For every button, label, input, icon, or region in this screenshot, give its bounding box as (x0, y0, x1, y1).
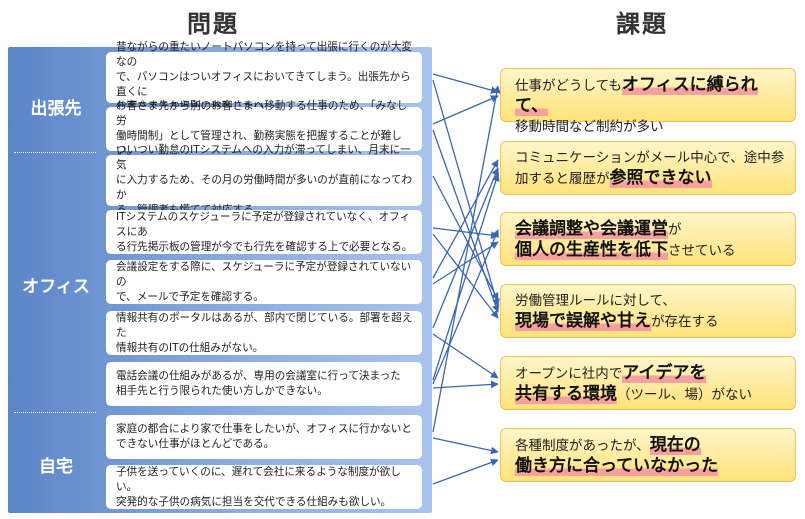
issue-box: コミュニケーションがメール中心で、途中参 加すると履歴が参照できない (500, 141, 796, 195)
connector-arrow (432, 79, 500, 307)
category-divider (14, 152, 96, 153)
category-office: オフィス (22, 277, 90, 297)
problem-text-line: に入力するため、その月の労働時間が多いのが直前になってわか (116, 174, 413, 201)
issue-text: 移動時間など制約が多い (515, 119, 664, 135)
problem-text-line: で、パソコンはついオフィスにおいてきてしまう。出張先から直くに (116, 71, 411, 98)
problems-heading: 問題 (187, 10, 239, 38)
issue-emphasis: 参照できない (609, 168, 712, 188)
problem-box: 子供を送っていくのに、遅れて会社に来るような制度が欲しい。 突発的な子供の病気に… (106, 465, 422, 509)
problem-text-line: ITシステムのスケジューラに予定が登録されていなく、オフィスにあ (116, 210, 411, 238)
issue-text: 加すると履歴が (515, 171, 610, 187)
connector-arrow (432, 175, 499, 301)
connector-arrow (432, 95, 499, 125)
problem-text-line: 働時間制」として管理され、勤務実態を把握することが難しい。 (116, 130, 402, 157)
issue-text: 各種制度があったが、 (515, 438, 650, 454)
problem-text-line: 昔ながらの重たいノートパソコンを持って出張に行くのが大変なの (116, 41, 413, 68)
connector-arrow (432, 73, 499, 94)
problem-text-line: 会議設定をする際に、スケジューラに予定が登録されていないの (116, 260, 412, 288)
issue-text: 労働管理ルールに対して、 (515, 293, 676, 309)
issue-emphasis: 共有する環境 (515, 384, 617, 404)
connector-arrow (432, 159, 499, 279)
problem-box: ITシステムのスケジューラに予定が登録されていなく、オフィスにあ る行先掲示板の… (106, 210, 422, 254)
connector-arrow (432, 129, 500, 313)
problem-text-line: る行先掲示板の管理が今でも行先を確認する上で必要となる。 (116, 240, 413, 253)
issues-heading: 課題 (616, 10, 668, 38)
connector-arrow (432, 85, 501, 433)
issue-emphasis: 会議調整や会議運営 (515, 219, 668, 239)
problem-text-line: ついつい勤怠のITシステムへの入力が滞ってしまい、月末に一気 (116, 144, 411, 171)
issue-text: させている (668, 243, 736, 259)
problem-text-line: 相手先と行う限られた使い方しかできない。 (116, 385, 328, 397)
problem-text-line: 子供を送っていくのに、遅れて会社に来るような制度が欲しい。 (116, 465, 401, 493)
connector-arrow (432, 229, 499, 385)
problem-box: ついつい勤怠のITシステムへの入力が滞ってしまい、月末に一気 に入力するため、そ… (106, 144, 422, 216)
issue-text: オープンに社内で (515, 366, 623, 382)
connector-arrow (432, 437, 499, 455)
problem-box: お客さま先から別のお客さまへ移動する仕事のため、「みなし労 働時間制」として管理… (106, 100, 422, 157)
connector-arrow (432, 333, 499, 379)
connector-arrow (432, 380, 499, 389)
problem-text-line: 電話会議の仕組みがあるが、専用の会議室に行って決まった (116, 370, 401, 382)
issue-box: オープンに社内でアイデアを 共有する環境（ツール、場）がない (500, 356, 796, 410)
connector-arrow (432, 227, 499, 240)
issue-text: （ツール、場）がない (617, 387, 752, 403)
issue-emphasis: 現場で誤解や甘え (515, 311, 651, 331)
connector-arrow (432, 241, 499, 285)
issue-text: が存在する (651, 314, 719, 330)
issue-emphasis: 現在の (649, 435, 701, 455)
problem-text-line: 情報共有のITの仕組みがない。 (116, 341, 264, 354)
category-home: 自宅 (39, 457, 73, 477)
problem-box: 電話会議の仕組みがあるが、専用の会議室に行って決まった 相手先と行う限られた使い… (106, 362, 422, 406)
issue-text: が (668, 222, 682, 238)
category-business-trip: 出張先 (30, 99, 82, 119)
connector-arrow (432, 167, 499, 329)
problem-box: 会議設定をする際に、スケジューラに予定が登録されていないの で、メールで予定を確… (106, 260, 422, 304)
issue-emphasis: 個人の生産性を低下 (515, 240, 668, 260)
issue-text: 仕事がどうしても (515, 78, 622, 94)
issue-text: コミュニケーションがメール中心で、途中参 (515, 150, 785, 166)
issue-box: 会議調整や会議運営が 個人の生産性を低下させている (500, 212, 796, 266)
problem-text-line: できない仕事がほとんどである。 (116, 438, 275, 450)
issue-box: 各種制度があったが、現在の 働き方に合っていなかった (500, 428, 796, 482)
problem-text-line: 家庭の都合により家で仕事をしたいが、オフィスに行かないと (116, 423, 412, 435)
problem-box: 情報共有のポータルはあるが、部内で閉じている。部署を超えた 情報共有のITの仕組… (106, 311, 422, 355)
problem-text-line: 突発的な子供の病気に担当を交代できる仕組みも欲しい。 (116, 495, 392, 508)
issue-emphasis: アイデアを (622, 363, 707, 383)
connector-arrow (432, 458, 499, 485)
issue-box: 仕事がどうしてもオフィスに縛られて、 移動時間など制約が多い (500, 68, 796, 135)
issue-box: 労働管理ルールに対して、 現場で誤解や甘えが存在する (500, 284, 796, 338)
problem-text-line: で、メールで予定を確認する。 (116, 290, 264, 303)
problem-box: 家庭の都合により家で仕事をしたいが、オフィスに行かないと できない仕事がほとんど… (106, 415, 422, 459)
connector-arrow (432, 173, 500, 381)
issue-emphasis: 働き方に合っていなかった (515, 456, 719, 476)
category-divider (14, 412, 96, 413)
problem-text-line: お客さま先から別のお客さまへ移動する仕事のため、「みなし労 (116, 100, 408, 127)
problem-text-line: 情報共有のポータルはあるが、部内で閉じている。部署を超えた (116, 311, 413, 339)
